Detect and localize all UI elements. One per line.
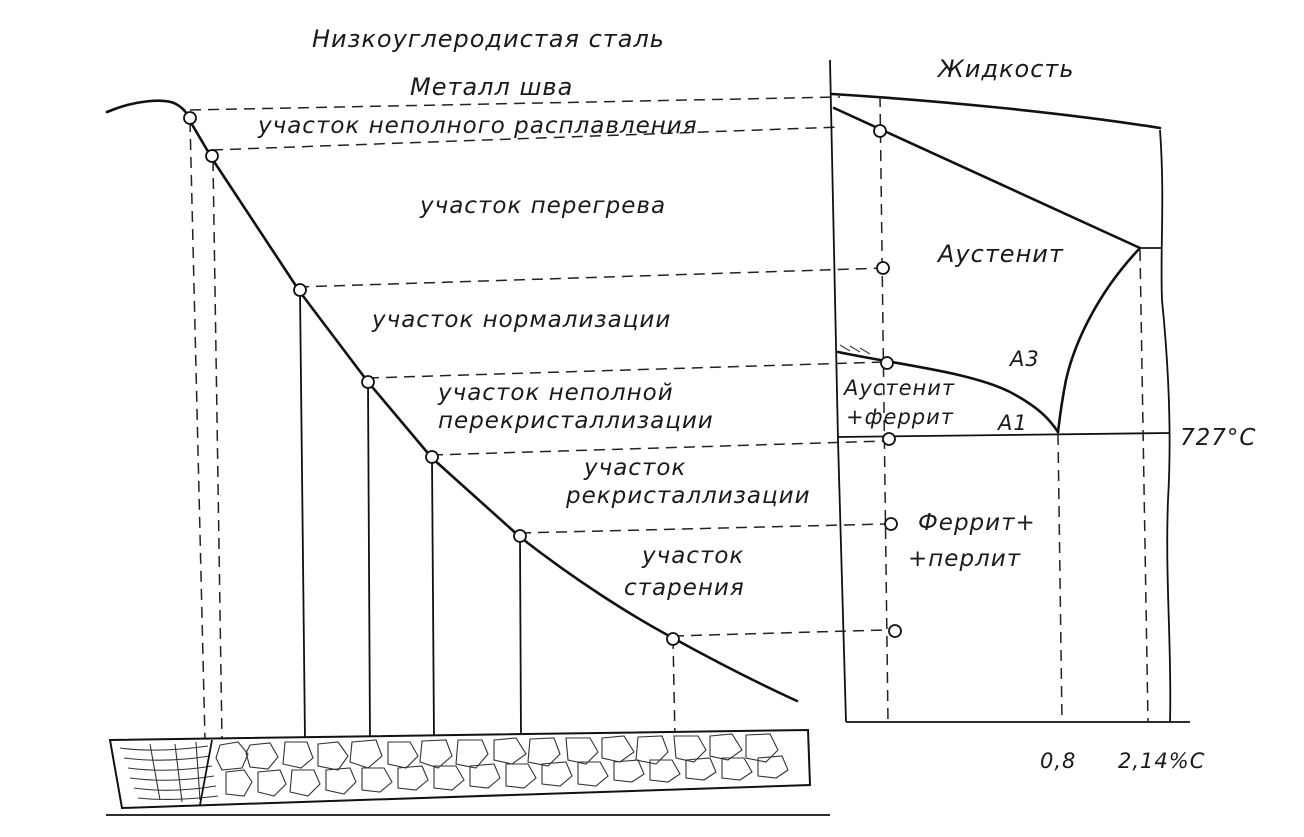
zone-label-recrystallization-1: участок (583, 455, 686, 481)
zone-label-partial-melting: участок неполного расплавления (257, 113, 698, 139)
fusion-boundary (199, 739, 213, 806)
zone-label-aging-2: старения (624, 575, 745, 601)
phase-point (884, 517, 898, 531)
projection-line (367, 381, 371, 741)
curve-point (205, 149, 219, 163)
zone-label-partial-recrystallization-1: участок неполной (437, 380, 674, 406)
max-carbon-line (1139, 249, 1149, 723)
phase-label-liquid: Жидкость (936, 55, 1075, 83)
phase-point (882, 432, 896, 446)
diagram-title: Низкоуглеродистая сталь (312, 25, 665, 53)
phase-points (873, 124, 902, 638)
weld-zone-diagram: Низкоуглеродистая сталь Металл шва участ… (105, 25, 886, 816)
projection-line (431, 457, 435, 741)
eutectoid-composition-line (1057, 433, 1063, 723)
projection-line (299, 291, 306, 741)
phase-point (876, 261, 890, 275)
phase-label-austenite-ferrite-2: +феррит (846, 405, 954, 429)
phase-diagram: Жидкость Аустенит Аустенит +феррит Ферри… (829, 55, 1256, 773)
zone-label-recrystallization-2: рекристаллизации (565, 483, 811, 509)
curve-point (425, 450, 439, 464)
line-label-a3: A3 (1008, 347, 1040, 371)
base-metal-grains (215, 733, 789, 797)
projection-lines (189, 120, 676, 741)
phase-label-austenite-ferrite-1: Аустенит (842, 376, 955, 400)
phase-point (880, 356, 894, 370)
projection-line (189, 120, 206, 741)
weld-metal-grains (119, 741, 219, 803)
curve-point (361, 375, 375, 389)
zone-boundary-line (211, 126, 841, 151)
projection-line (519, 536, 522, 741)
zone-boundary-line (519, 523, 886, 534)
projection-line (212, 159, 223, 741)
curve-point (183, 111, 197, 125)
phase-point (873, 124, 887, 138)
hatched-region (839, 344, 871, 355)
zone-label-normalization: участок нормализации (371, 307, 671, 333)
temperature-curve (105, 99, 799, 703)
zone-label-weld-metal: Металл шва (410, 73, 573, 101)
zone-boundary-lines (189, 96, 886, 637)
phase-point (888, 624, 902, 638)
curve-point (293, 283, 307, 297)
specimen-outline (108, 728, 812, 810)
steel-composition-line (879, 95, 889, 723)
phase-label-austenite: Аустенит (936, 240, 1064, 268)
zone-boundary-line (189, 96, 841, 111)
liquidus-line (830, 92, 1162, 130)
zone-boundary-line (672, 629, 886, 637)
zone-boundary-line (297, 267, 886, 288)
zone-label-overheating: участок перегрева (419, 193, 666, 219)
curve-point (513, 529, 527, 543)
acm-line (1056, 246, 1142, 434)
zone-label-partial-recrystallization-2: перекристаллизации (438, 408, 714, 434)
temperature-axis (829, 59, 847, 723)
line-label-a1: A1 (996, 411, 1028, 435)
zone-boundary-line (431, 440, 886, 456)
curve-points (183, 111, 680, 646)
zone-label-aging-1: участок (641, 543, 744, 569)
weld-specimen (108, 728, 812, 810)
zone-boundary-line (367, 361, 886, 379)
curve-point (666, 632, 680, 646)
phase-label-ferrite-pearlite-2: +перлит (908, 546, 1021, 572)
axis-tick-max-carbon: 2,14%C (1118, 749, 1205, 773)
projection-line (672, 637, 676, 741)
axis-tick-eutectoid: 0,8 (1040, 749, 1076, 773)
right-edge (1159, 129, 1172, 723)
temperature-label: 727°C (1180, 425, 1256, 451)
phase-label-ferrite-pearlite-1: Феррит+ (918, 510, 1036, 536)
